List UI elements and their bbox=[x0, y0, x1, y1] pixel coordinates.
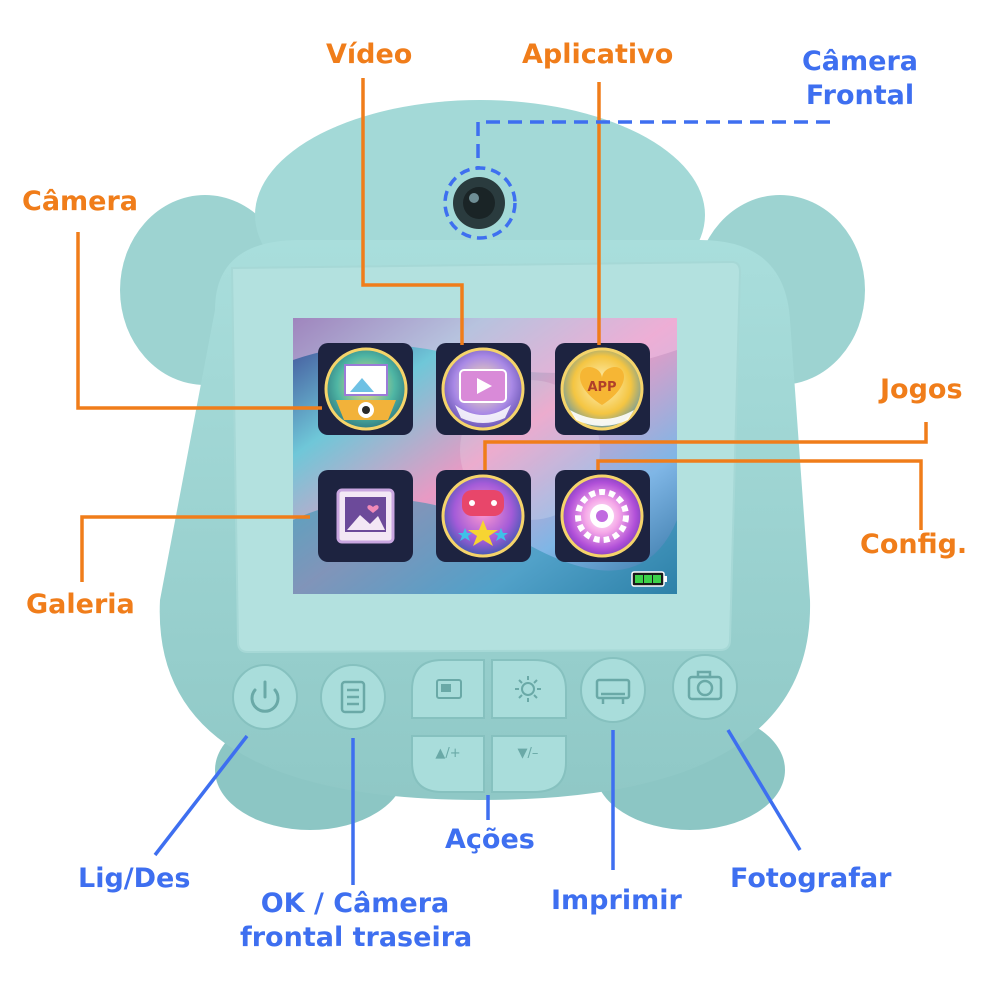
front-camera-highlight-ring bbox=[443, 166, 517, 240]
dpad-down-button[interactable] bbox=[491, 735, 567, 793]
camera-app-icon[interactable] bbox=[318, 343, 413, 435]
label-print: Imprimir bbox=[551, 885, 682, 916]
down-minus-label: ▼/– bbox=[518, 746, 539, 761]
video-app-icon[interactable] bbox=[436, 343, 531, 435]
callout-line-settings bbox=[596, 459, 923, 530]
label-front-camera-line1: Câmera bbox=[801, 46, 918, 77]
label-front-camera: Câmera Frontal bbox=[785, 45, 935, 113]
label-front-camera-line2: Frontal bbox=[805, 80, 915, 111]
app-icon-text: APP bbox=[587, 380, 616, 395]
ok-menu-button[interactable] bbox=[320, 664, 386, 730]
dpad-right-button[interactable] bbox=[491, 659, 567, 719]
shutter-button[interactable] bbox=[672, 654, 738, 720]
app-icon[interactable]: APP bbox=[555, 343, 650, 435]
label-camera: Câmera bbox=[22, 186, 139, 217]
power-button[interactable] bbox=[232, 664, 298, 730]
hardware-callout-lines bbox=[153, 120, 830, 885]
printer-icon bbox=[595, 678, 631, 704]
label-video: Vídeo bbox=[326, 39, 413, 70]
callout-line-games bbox=[483, 422, 928, 470]
label-games: Jogos bbox=[880, 374, 963, 405]
callout-line-video bbox=[361, 78, 464, 345]
screen-callout-lines bbox=[76, 78, 928, 582]
dpad: ▲/+ ▼/– bbox=[411, 659, 567, 793]
up-plus-label: ▲/+ bbox=[435, 746, 460, 761]
battery-icon bbox=[631, 571, 667, 587]
gallery-app-icon[interactable] bbox=[318, 470, 413, 562]
callout-line-camera bbox=[76, 232, 322, 410]
callout-line-front-camera bbox=[476, 120, 830, 168]
label-power: Lig/Des bbox=[78, 863, 191, 894]
label-actions: Ações bbox=[445, 824, 535, 855]
callout-line-power bbox=[153, 734, 249, 857]
label-app: Aplicativo bbox=[522, 39, 674, 70]
print-button[interactable] bbox=[580, 657, 646, 723]
label-photo: Fotografar bbox=[730, 863, 892, 894]
label-settings: Config. bbox=[860, 529, 968, 560]
settings-app-icon[interactable] bbox=[555, 470, 650, 562]
menu-icon bbox=[340, 680, 366, 714]
front-camera-lens bbox=[443, 166, 517, 240]
label-ok-line2: frontal traseira bbox=[240, 922, 473, 953]
dpad-up-button[interactable] bbox=[411, 735, 485, 793]
camera-icon bbox=[687, 670, 723, 701]
label-ok-line1: OK / Câmera bbox=[260, 888, 450, 919]
callout-line-photo bbox=[726, 729, 802, 851]
callout-line-gallery bbox=[80, 515, 310, 582]
image-icon bbox=[436, 679, 462, 699]
brightness-icon bbox=[515, 676, 541, 702]
label-gallery: Galeria bbox=[26, 589, 135, 620]
label-ok: OK / Câmera frontal traseira bbox=[240, 887, 473, 955]
power-icon bbox=[250, 680, 280, 713]
games-app-icon[interactable] bbox=[436, 470, 531, 562]
